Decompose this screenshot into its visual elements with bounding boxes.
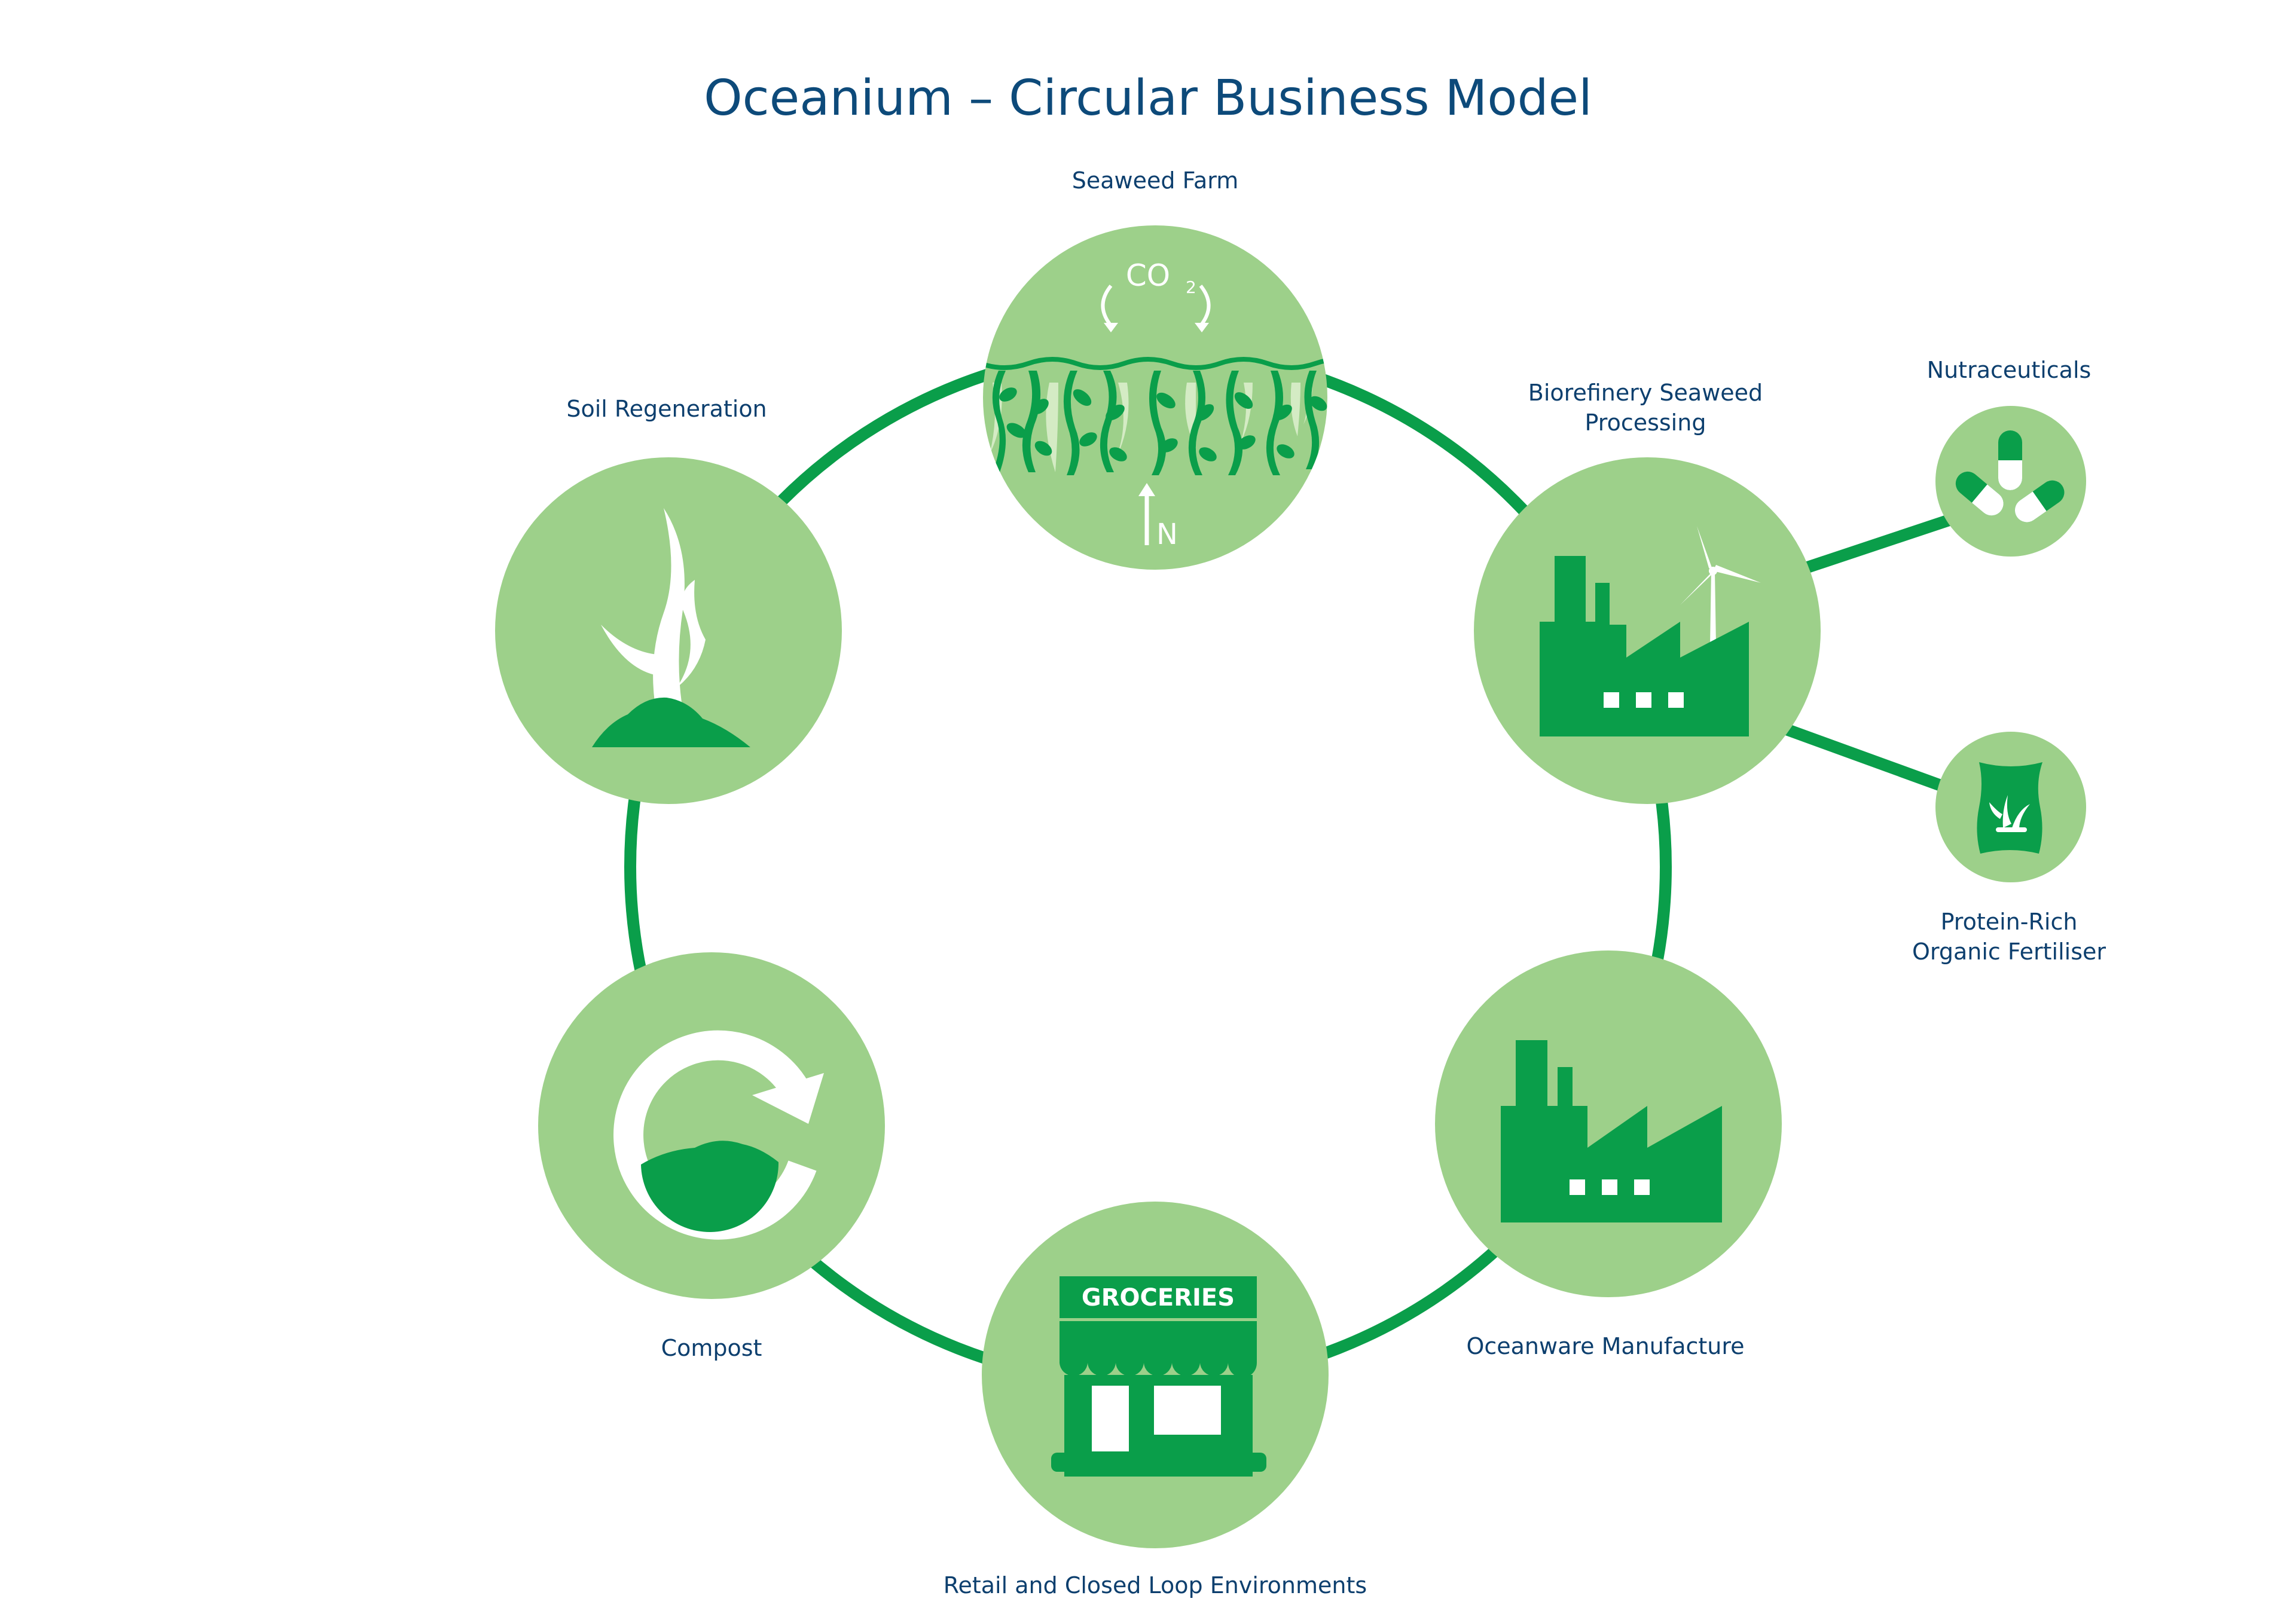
grocery-store-icon: GROCERIES bbox=[1051, 1276, 1266, 1477]
co2-label: CO bbox=[1126, 258, 1170, 293]
node-seaweed-farm: CO 2 N bbox=[983, 225, 1327, 570]
connector-nutraceuticals bbox=[1785, 508, 1970, 580]
factory-wind-turbine-icon bbox=[1540, 526, 1761, 736]
co2-subscript: 2 bbox=[1186, 277, 1196, 297]
biorefinery-circle bbox=[1474, 457, 1821, 804]
nitrogen-arrow-icon bbox=[1138, 483, 1155, 545]
node-compost bbox=[538, 952, 885, 1299]
oceanware-circle bbox=[1435, 950, 1782, 1297]
label-compost: Compost bbox=[661, 1335, 762, 1361]
label-fertiliser-line2: Organic Fertiliser bbox=[1912, 939, 2106, 965]
label-fertiliser-line1: Protein-Rich bbox=[1941, 909, 2078, 935]
fertiliser-bag-icon bbox=[1977, 762, 2042, 854]
label-retail: Retail and Closed Loop Environments bbox=[944, 1572, 1367, 1598]
diagram-title: Oceanium – Circular Business Model bbox=[704, 70, 1592, 127]
node-nutraceuticals bbox=[1935, 406, 2086, 557]
groceries-sign: GROCERIES bbox=[1082, 1284, 1235, 1312]
sprouting-soil-icon bbox=[592, 508, 750, 747]
node-soil bbox=[495, 457, 842, 804]
factory-icon bbox=[1501, 1040, 1722, 1222]
compost-cycle-icon bbox=[613, 1030, 824, 1240]
label-nutraceuticals: Nutraceuticals bbox=[1927, 357, 2092, 383]
node-biorefinery bbox=[1474, 457, 1821, 804]
seaweed-farm-icon bbox=[983, 357, 1327, 475]
label-soil: Soil Regeneration bbox=[566, 396, 767, 422]
co2-arrows-icon bbox=[1101, 285, 1211, 325]
node-retail: GROCERIES bbox=[982, 1202, 1329, 1548]
node-oceanware bbox=[1435, 950, 1782, 1297]
label-oceanware: Oceanware Manufacture bbox=[1466, 1333, 1744, 1359]
compost-circle bbox=[538, 952, 885, 1299]
label-biorefinery-line1: Biorefinery Seaweed bbox=[1528, 380, 1763, 406]
connector-fertiliser bbox=[1767, 717, 1970, 801]
node-fertiliser bbox=[1935, 732, 2086, 882]
label-biorefinery-line2: Processing bbox=[1585, 409, 1706, 436]
capsules-icon bbox=[1955, 430, 2065, 522]
label-seaweed-farm: Seaweed Farm bbox=[1072, 167, 1238, 194]
nitrogen-label: N bbox=[1156, 518, 1178, 551]
